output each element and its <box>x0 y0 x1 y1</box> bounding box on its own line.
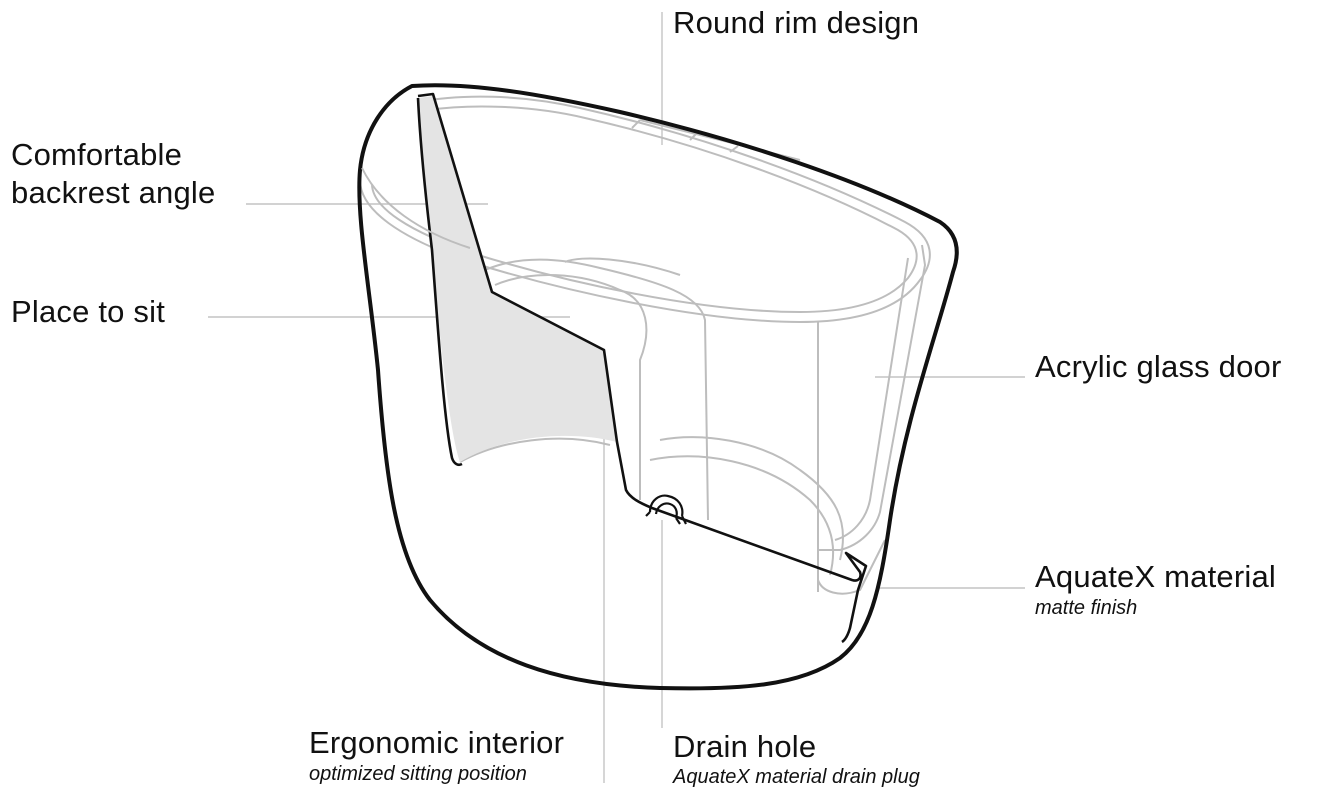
door-bottom <box>817 539 886 595</box>
tub-inner-lines <box>359 95 931 595</box>
door-panel-inner <box>834 257 909 541</box>
material-label: AquateX material <box>1035 559 1276 594</box>
drain-label: Drain hole <box>673 729 817 764</box>
rim-segments <box>631 119 801 161</box>
door-panel-outer <box>818 244 926 551</box>
cross-section-line <box>417 92 868 644</box>
backrest-curve <box>459 437 611 463</box>
seat-front <box>494 274 648 500</box>
seat-top <box>564 257 681 276</box>
floor-back <box>659 436 845 561</box>
material-sublabel: matte finish <box>1035 597 1138 619</box>
drain-sublabel: AquateX material drain plug <box>673 766 920 788</box>
cross-section-fill <box>418 96 617 462</box>
interior-sublabel: optimized sitting position <box>309 763 527 785</box>
round-rim-label: Round rim design <box>673 5 920 40</box>
drain-hole-icon <box>645 494 687 525</box>
interior-label: Ergonomic interior <box>309 725 565 760</box>
seat-edge <box>484 258 709 521</box>
tub-outer-outline <box>357 83 959 691</box>
floor-front <box>649 455 834 576</box>
backrest-label-line2: backrest angle <box>11 175 216 210</box>
seat-label: Place to sit <box>11 294 166 329</box>
door-label: Acrylic glass door <box>1035 349 1282 384</box>
leader-lines <box>208 12 1025 783</box>
rim-inner-edge-2 <box>371 105 918 313</box>
backrest-label-line1: Comfortable <box>11 137 183 172</box>
rim-outer-outline <box>361 167 471 249</box>
cross-section-line-back <box>416 97 463 467</box>
